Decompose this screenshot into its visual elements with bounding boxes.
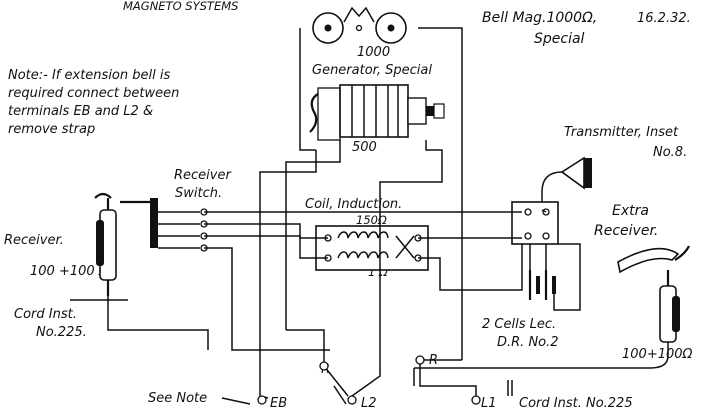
receiver-switch-label-1: Receiver bbox=[174, 168, 232, 183]
generator-ohms-top: 1000 bbox=[357, 45, 390, 60]
transmitter-label-2: No.8. bbox=[653, 145, 687, 160]
receiver-ohms: 100 +100 Ω bbox=[30, 264, 109, 279]
bell-icon bbox=[312, 6, 407, 44]
receiver-switch-label-2: Switch. bbox=[175, 186, 222, 201]
terminal-eb-label: EB bbox=[270, 396, 287, 411]
transmitter-icon bbox=[541, 156, 592, 210]
extra-receiver-icon bbox=[414, 245, 690, 369]
extra-receiver-label-1: Extra bbox=[612, 203, 649, 219]
terminal-r-left bbox=[319, 361, 329, 371]
battery-label-1: 2 Cells Lec. bbox=[482, 317, 556, 332]
extra-receiver-label-2: Receiver. bbox=[594, 223, 658, 239]
generator-ohms-bottom: 500 bbox=[352, 140, 377, 155]
terminal-l1 bbox=[471, 395, 481, 405]
terminal-eb bbox=[257, 395, 267, 405]
receiver-switch-icon bbox=[120, 198, 208, 252]
wiring bbox=[70, 27, 581, 405]
see-note-label: See Note bbox=[148, 391, 207, 406]
battery-icon bbox=[528, 270, 556, 300]
induction-coil-icon bbox=[315, 225, 429, 271]
junction-box-icon bbox=[511, 201, 559, 245]
receiver-icon bbox=[94, 192, 117, 296]
receiver-label: Receiver. bbox=[4, 233, 64, 248]
generator-label: Generator, Special bbox=[312, 63, 432, 78]
bell-special-label: Special bbox=[534, 31, 585, 47]
terminal-l2 bbox=[347, 395, 357, 405]
extra-receiver-ohms: 100+100Ω bbox=[622, 347, 693, 362]
note-line-1: Note:- If extension bell is bbox=[8, 68, 170, 83]
header-title: MAGNETO SYSTEMS bbox=[123, 0, 238, 13]
terminal-r-right bbox=[415, 355, 425, 365]
terminal-l2-label: L2 bbox=[361, 396, 377, 411]
note-line-2: required connect between bbox=[8, 86, 179, 101]
bell-label: Bell Mag.1000Ω, bbox=[482, 10, 597, 26]
battery-label-2: D.R. No.2 bbox=[497, 335, 559, 350]
cord-right-label: Cord Inst. No.225 bbox=[519, 396, 633, 411]
cord-left-line-1: Cord Inst. bbox=[14, 307, 77, 322]
generator-icon bbox=[309, 84, 445, 141]
transmitter-label-1: Transmitter, Inset bbox=[564, 125, 679, 140]
note-line-3: terminals EB and L2 & bbox=[8, 104, 153, 119]
induction-coil-label: Coil, Induction. bbox=[305, 197, 402, 212]
cord-left-line-2: No.225. bbox=[36, 325, 87, 340]
date-label: 16.2.32. bbox=[637, 11, 691, 26]
coil-primary-ohms: 150Ω bbox=[356, 213, 387, 227]
terminal-l1-label: L1 bbox=[481, 396, 497, 411]
note-line-4: remove strap bbox=[8, 122, 95, 137]
